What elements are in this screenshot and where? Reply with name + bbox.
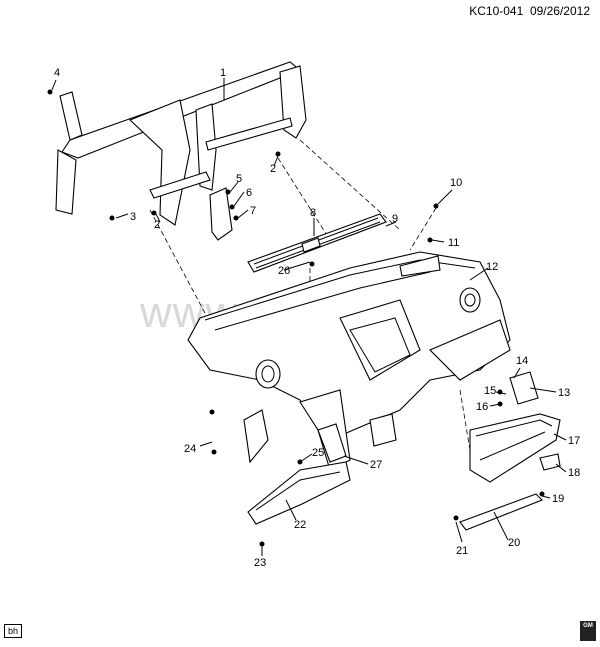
callout-22: 22 bbox=[294, 519, 306, 531]
callout-2a: 2 bbox=[154, 219, 160, 231]
callout-2b: 2 bbox=[270, 163, 276, 175]
callout-11: 11 bbox=[448, 237, 459, 249]
cross-car-beam bbox=[47, 61, 307, 241]
callout-8: 8 bbox=[310, 207, 316, 219]
gm-logo: GM bbox=[580, 621, 596, 641]
callout-9: 9 bbox=[392, 213, 398, 225]
callout-13: 13 bbox=[558, 387, 570, 399]
drawing-header: KC10-041 09/26/2012 bbox=[469, 4, 590, 18]
lower-trim-panels bbox=[209, 409, 351, 547]
callout-10: 10 bbox=[450, 177, 462, 189]
callout-4: 4 bbox=[54, 67, 60, 79]
glove-box-trim bbox=[453, 491, 545, 531]
drawing-date: 09/26/2012 bbox=[529, 4, 590, 18]
leader-lines bbox=[51, 78, 567, 556]
defroster-grille bbox=[247, 213, 387, 273]
callout-16: 16 bbox=[476, 401, 488, 413]
callout-6: 6 bbox=[246, 187, 252, 199]
callout-labels: 1 2 2 3 4 5 6 7 8 9 10 11 12 13 14 15 16… bbox=[54, 67, 580, 569]
callout-20: 20 bbox=[508, 537, 520, 549]
footer-tag: bh bbox=[4, 624, 23, 638]
callout-15: 15 bbox=[484, 385, 496, 397]
callout-14: 14 bbox=[516, 355, 528, 367]
callout-18: 18 bbox=[568, 467, 580, 479]
fasteners bbox=[309, 203, 439, 267]
callout-26: 26 bbox=[278, 265, 290, 277]
glove-box bbox=[469, 371, 561, 483]
gm-logo-text: GM bbox=[583, 623, 593, 629]
callout-5: 5 bbox=[236, 173, 242, 185]
callout-1: 1 bbox=[220, 67, 226, 79]
callout-7: 7 bbox=[250, 205, 256, 217]
callout-24: 24 bbox=[184, 443, 196, 455]
callout-19: 19 bbox=[552, 493, 564, 505]
callout-12: 12 bbox=[486, 261, 498, 273]
callout-25: 25 bbox=[312, 447, 324, 459]
instrument-panel bbox=[187, 251, 511, 471]
callout-17: 17 bbox=[568, 435, 580, 447]
drawing-id: KC10-041 bbox=[469, 4, 524, 18]
callout-23: 23 bbox=[254, 557, 266, 569]
callout-21: 21 bbox=[456, 545, 468, 557]
callout-27: 27 bbox=[370, 459, 382, 471]
callout-3: 3 bbox=[130, 211, 136, 223]
